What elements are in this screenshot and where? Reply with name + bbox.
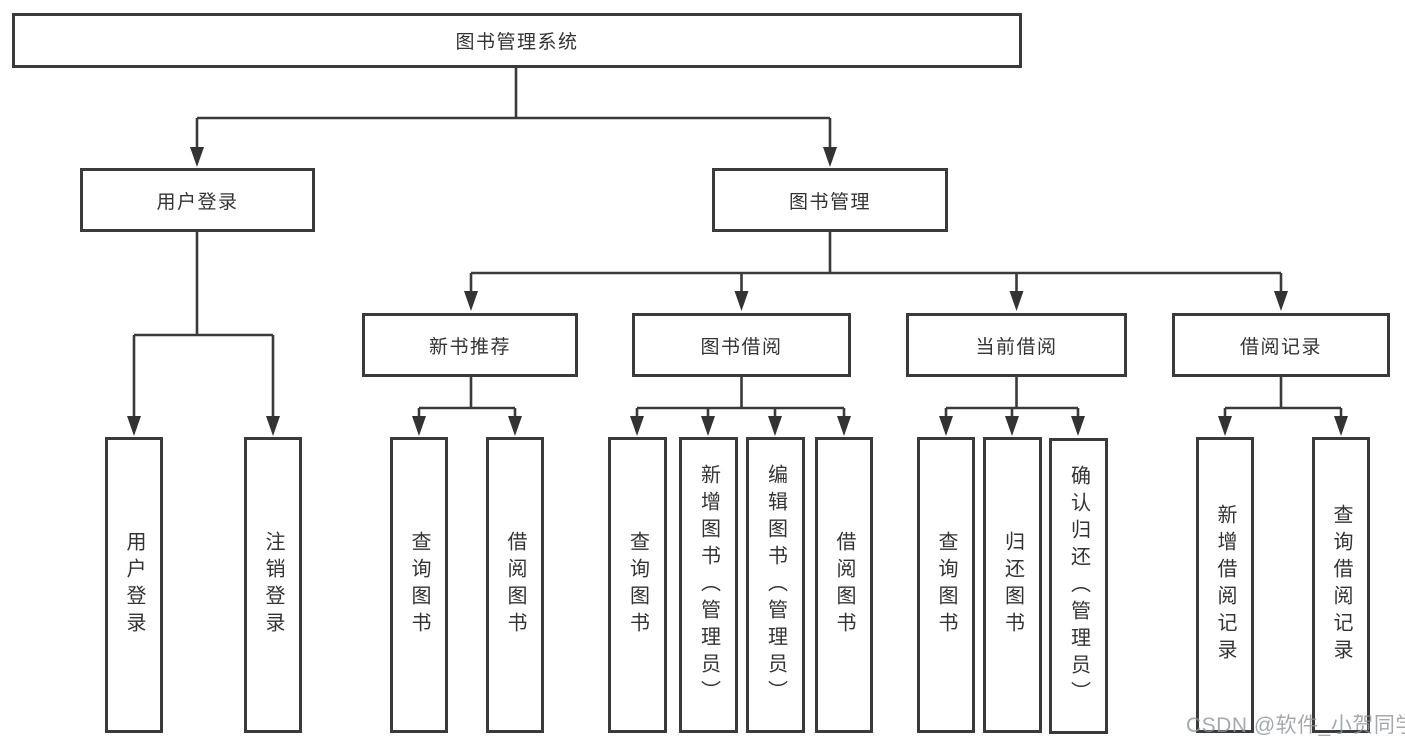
leaf-confirm-return-admin-label: 确认归还（管理员） xyxy=(1067,464,1090,708)
connector-bookmgmt-to-level3 xyxy=(469,232,1283,293)
arrow-down-icon xyxy=(837,416,851,436)
leaf-query-books-2-label: 查询图书 xyxy=(626,531,649,639)
leaf-borrow-books-2: 借阅图书 xyxy=(815,437,873,733)
node-new-book-recommend: 新书推荐 xyxy=(362,313,578,377)
arrow-down-icon xyxy=(190,147,204,167)
arrow-down-icon xyxy=(412,416,426,436)
node-borrow-records: 借阅记录 xyxy=(1172,313,1390,377)
node-book-borrow: 图书借阅 xyxy=(632,313,851,377)
arrow-down-icon xyxy=(1005,416,1019,436)
connector-borrow-children xyxy=(635,377,846,419)
leaf-query-books-1-label: 查询图书 xyxy=(408,531,430,639)
node-new-book-recommend-label: 新书推荐 xyxy=(428,336,511,358)
arrow-down-icon xyxy=(266,416,280,436)
connector-root-to-level2 xyxy=(195,68,832,150)
leaf-borrow-books-1-label: 借阅图书 xyxy=(504,531,526,639)
arrow-down-icon xyxy=(1218,416,1232,436)
node-current-borrow: 当前借阅 xyxy=(906,313,1127,377)
leaf-query-books-1: 查询图书 xyxy=(390,437,448,733)
connector-current-children xyxy=(944,377,1080,419)
connector-login-children xyxy=(132,232,275,419)
leaf-add-book-admin-label: 新增图书（管理员） xyxy=(697,463,720,707)
leaf-add-borrow-record-label: 新增借阅记录 xyxy=(1214,504,1236,666)
node-user-login: 用户登录 xyxy=(80,168,315,232)
arrow-down-icon xyxy=(1009,291,1024,311)
node-user-login-label: 用户登录 xyxy=(156,191,239,213)
leaf-query-books-3: 查询图书 xyxy=(917,437,975,733)
arrow-down-icon xyxy=(939,416,953,436)
leaf-user-login-label: 用户登录 xyxy=(123,531,145,639)
node-book-management: 图书管理 xyxy=(712,168,948,232)
arrow-down-icon xyxy=(768,416,782,436)
arrow-down-icon xyxy=(1334,416,1348,436)
leaf-confirm-return-admin: 确认归还（管理员） xyxy=(1049,438,1108,734)
leaf-query-borrow-record-label: 查询借阅记录 xyxy=(1330,504,1352,666)
leaf-logout: 注销登录 xyxy=(244,437,302,733)
arrow-down-icon xyxy=(464,291,478,311)
leaf-edit-book-admin: 编辑图书（管理员） xyxy=(746,437,805,733)
leaf-borrow-books-2-label: 借阅图书 xyxy=(833,531,855,639)
csdn-watermark: CSDN @软件_小贺同学 xyxy=(1186,714,1405,737)
node-book-borrow-label: 图书借阅 xyxy=(700,336,783,358)
arrow-down-icon xyxy=(127,416,141,436)
leaf-logout-label: 注销登录 xyxy=(262,531,284,639)
arrowheads xyxy=(127,147,1348,436)
leaf-edit-book-admin-label: 编辑图书（管理员） xyxy=(764,463,787,707)
node-book-management-label: 图书管理 xyxy=(788,191,871,213)
arrow-down-icon xyxy=(630,416,644,436)
leaf-query-books-2: 查询图书 xyxy=(608,437,667,733)
leaf-return-books-label: 归还图书 xyxy=(1001,531,1024,639)
node-root: 图书管理系统 xyxy=(12,13,1022,68)
arrow-down-icon xyxy=(1274,291,1288,311)
leaf-borrow-books-1: 借阅图书 xyxy=(486,437,544,733)
node-root-label: 图书管理系统 xyxy=(455,32,579,53)
arrow-down-icon xyxy=(734,291,749,311)
leaf-user-login: 用户登录 xyxy=(105,437,163,733)
connector-records-children xyxy=(1223,377,1343,419)
arrow-down-icon xyxy=(701,416,715,436)
leaf-query-books-3-label: 查询图书 xyxy=(935,531,957,639)
node-borrow-records-label: 借阅记录 xyxy=(1239,336,1322,358)
arrow-down-icon xyxy=(508,416,522,436)
leaf-return-books: 归还图书 xyxy=(983,437,1042,733)
leaf-add-borrow-record: 新增借阅记录 xyxy=(1196,437,1254,733)
node-current-borrow-label: 当前借阅 xyxy=(975,336,1058,358)
arrow-down-icon xyxy=(823,147,837,167)
arrow-down-icon xyxy=(1071,416,1085,436)
leaf-add-book-admin: 新增图书（管理员） xyxy=(679,437,738,733)
connector-newbook-children xyxy=(417,377,517,419)
leaf-query-borrow-record: 查询借阅记录 xyxy=(1312,437,1370,733)
